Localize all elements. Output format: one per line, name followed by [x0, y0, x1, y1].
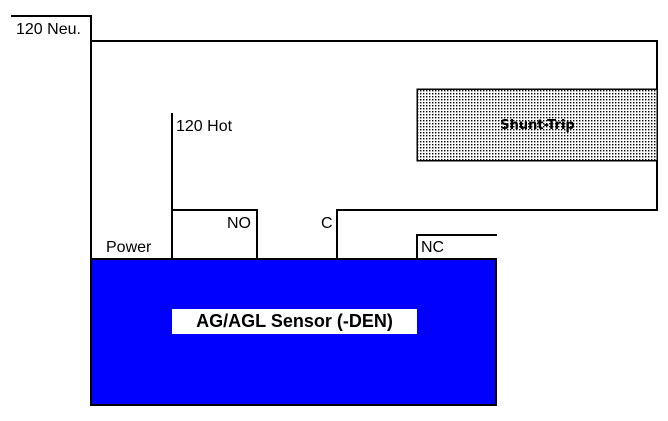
shunt-trip-fill [416, 88, 658, 162]
neutral-wire [11, 15, 92, 259]
shunt-trip-label: Shunt-Trip [500, 117, 575, 133]
sensor-label: AG/AGL Sensor (-DEN) [172, 309, 417, 334]
nc-terminal-wire [416, 234, 497, 259]
no-terminal-wire [172, 209, 258, 259]
no-terminal-label: NO [227, 215, 251, 232]
hot-label: 120 Hot [176, 118, 233, 135]
shunt-trip-component: Shunt-Trip [417, 89, 658, 161]
neutral-to-c-wire [91, 40, 658, 259]
c-terminal-label: C [321, 215, 333, 232]
nc-terminal-label: NC [421, 239, 445, 256]
neutral-label: 120 Neu. [16, 21, 81, 38]
power-label: Power [106, 239, 152, 256]
